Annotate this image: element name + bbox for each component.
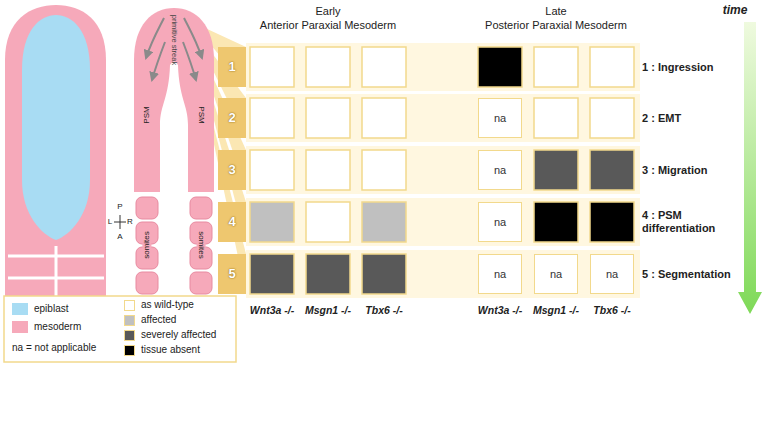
- label-text: P: [117, 202, 122, 211]
- legend-text: na = not applicable: [12, 342, 96, 354]
- label-text: Early: [315, 5, 340, 18]
- label-text: 2 : EMT: [642, 112, 681, 125]
- legend-frame: [4, 296, 236, 362]
- legend-text: as wild-type: [141, 299, 194, 311]
- phenotype-cell: [534, 47, 578, 87]
- phenotype-cell: [590, 202, 634, 242]
- cell-text: na: [494, 268, 506, 280]
- label-text: somites: [142, 230, 151, 260]
- label-text: time: [723, 4, 748, 18]
- label-text: Wnt3a -/-: [250, 304, 294, 316]
- phenotype-cell: [362, 47, 406, 87]
- phenotype-cell: [362, 202, 406, 242]
- label-text: Tbx6 -/-: [593, 304, 630, 316]
- phenotype-cell: [306, 254, 350, 294]
- phenotype-cell: [590, 47, 634, 87]
- phenotype-cell: [306, 47, 350, 87]
- label-text: 3: [228, 163, 235, 178]
- cell-text: na: [494, 164, 506, 176]
- phenotype-cell: [534, 98, 578, 138]
- label-text: 4: [228, 215, 235, 230]
- legend-text: mesoderm: [34, 321, 81, 333]
- cell-text: na: [494, 112, 506, 124]
- label-text: 4 : PSM differentiation: [642, 209, 738, 234]
- label-text: 5 : Segmentation: [642, 268, 731, 281]
- phenotype-cell: [590, 150, 634, 190]
- phenotype-cell: [306, 98, 350, 138]
- label-text: A: [117, 232, 122, 241]
- phenotype-cell: [306, 202, 350, 242]
- label-text: R: [127, 217, 133, 226]
- embryo-overview: [5, 5, 106, 300]
- phenotype-cell: [250, 202, 294, 242]
- embryo-mesoderm: [134, 8, 214, 294]
- label-text: Msgn1 -/-: [305, 304, 351, 316]
- phenotype-grid: [250, 47, 634, 294]
- label-text: 3 : Migration: [642, 164, 707, 177]
- legend-swatch: [124, 345, 135, 356]
- legend-text: affected: [141, 314, 176, 326]
- phenotype-cell: [362, 98, 406, 138]
- phenotype-cell: [250, 150, 294, 190]
- row-bands: [218, 43, 640, 298]
- label-text: Wnt3a -/-: [478, 304, 522, 316]
- na-cell: na: [590, 254, 634, 294]
- na-cell: na: [478, 150, 522, 190]
- na-cell: na: [478, 98, 522, 138]
- label-text: primitive streak: [170, 15, 179, 65]
- label-text: Tbx6 -/-: [365, 304, 402, 316]
- time-arrow: [738, 22, 762, 314]
- legend-text: tissue absent: [141, 344, 200, 356]
- label-text: Msgn1 -/-: [533, 304, 579, 316]
- legend-swatch: [124, 315, 135, 326]
- na-cell: na: [534, 254, 578, 294]
- legend-swatch: [12, 321, 28, 333]
- label-text: 5: [228, 267, 235, 282]
- label-text: Anterior Paraxial Mesoderm: [260, 19, 396, 32]
- legend-text: severely affected: [141, 329, 216, 341]
- label-text: 1 : Ingression: [642, 61, 714, 74]
- legend-swatch: [124, 330, 135, 341]
- legend-swatch: [12, 303, 28, 315]
- label-text: Posterior Paraxial Mesoderm: [485, 19, 627, 32]
- phenotype-cell: [250, 47, 294, 87]
- cell-text: na: [494, 216, 506, 228]
- label-text: somites: [196, 230, 205, 260]
- cell-text: na: [606, 268, 618, 280]
- label-text: 1: [228, 60, 235, 75]
- phenotype-cell: [534, 150, 578, 190]
- cell-text: na: [550, 268, 562, 280]
- phenotype-cell: [362, 254, 406, 294]
- label-text: PSM: [196, 106, 205, 123]
- phenotype-cell: [362, 150, 406, 190]
- axis-cross: [114, 215, 126, 229]
- na-cell: na: [478, 254, 522, 294]
- na-cell: na: [478, 202, 522, 242]
- legend-text: epiblast: [34, 303, 68, 315]
- phenotype-cell: [306, 150, 350, 190]
- phenotype-cell: [590, 98, 634, 138]
- label-text: L: [108, 217, 112, 226]
- phenotype-cell: [478, 47, 522, 87]
- phenotype-cell: [534, 202, 578, 242]
- legend-swatch: [124, 300, 135, 311]
- label-text: 2: [228, 111, 235, 126]
- phenotype-cell: [250, 254, 294, 294]
- label-text: PSM: [142, 106, 151, 123]
- label-text: Late: [545, 5, 566, 18]
- phenotype-cell: [250, 98, 294, 138]
